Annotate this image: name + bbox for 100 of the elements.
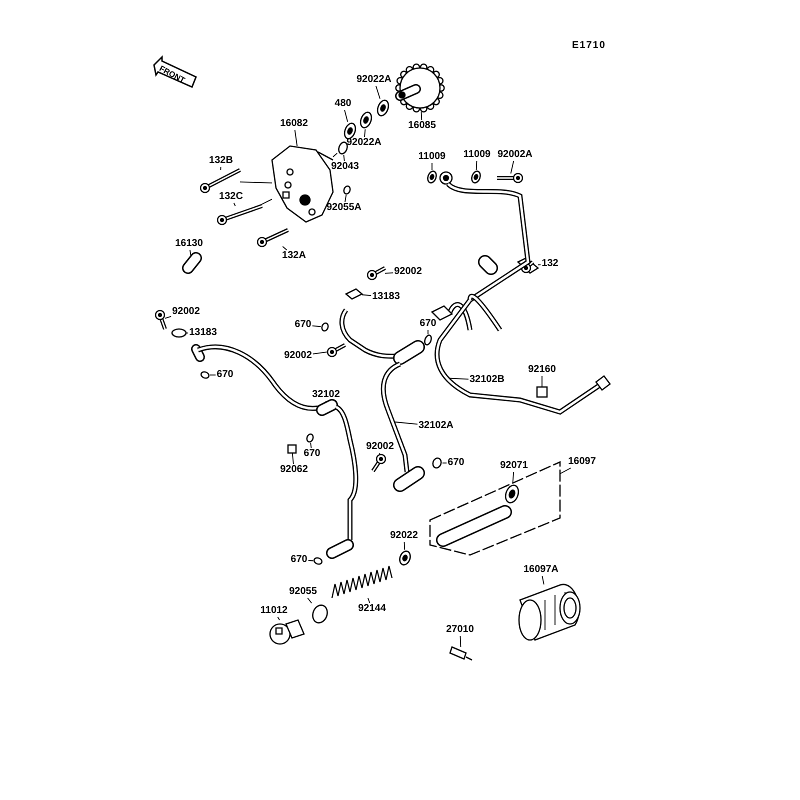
mounting-plate — [171, 328, 187, 338]
callout-number: 16082 — [279, 118, 309, 130]
callout-number: 670 — [418, 318, 438, 330]
o-ring — [343, 185, 351, 195]
oil-seal — [504, 484, 520, 504]
leader-line — [367, 598, 370, 604]
leader-line — [364, 128, 366, 138]
leader-line — [512, 472, 514, 484]
pressure-switch — [449, 646, 472, 661]
callout-number: 13183 — [371, 291, 401, 303]
callout-number: 132B — [208, 155, 234, 167]
callout-number: 670 — [302, 448, 322, 460]
callout-number: 13183 — [188, 327, 218, 339]
mounting-plate — [344, 288, 364, 300]
o-ring — [321, 322, 329, 332]
washer — [376, 100, 390, 116]
leader-line — [233, 202, 236, 206]
washer — [399, 550, 411, 566]
bracket-bolt — [516, 257, 540, 274]
leader-line — [308, 560, 314, 562]
leader-line — [542, 576, 544, 585]
callout-number: 27010 — [445, 624, 475, 636]
leader-line — [394, 422, 418, 425]
callout-number: 670 — [446, 457, 466, 469]
bolt — [216, 204, 263, 226]
leader-line — [292, 452, 294, 464]
bolt — [256, 228, 289, 248]
callout-number: 92071 — [499, 460, 529, 472]
callout-number: 92002A — [496, 149, 534, 161]
callout-number: 132 — [540, 258, 560, 270]
assembly-line — [240, 181, 272, 184]
o-ring — [312, 604, 328, 624]
callout-number: 11009 — [462, 149, 492, 161]
pin — [338, 142, 348, 154]
bolt — [154, 310, 167, 330]
callout-number: 670 — [216, 369, 234, 381]
leader-line — [420, 111, 422, 120]
leader-line — [442, 462, 448, 464]
bolt — [326, 343, 346, 358]
diagram-code: E1710 — [572, 40, 606, 51]
washer — [427, 170, 437, 184]
bolt — [371, 454, 386, 472]
callout-number: 92160 — [527, 364, 557, 376]
leader-line — [476, 160, 478, 170]
callout-number: 132C — [218, 191, 244, 203]
callout-number: 92055 — [288, 586, 318, 598]
leader-line — [312, 352, 328, 354]
callout-number: 16085 — [407, 120, 437, 132]
callout-number: 32102A — [417, 420, 455, 432]
leader-line — [344, 110, 348, 122]
leader-line — [460, 636, 462, 648]
callout-number: 92002 — [365, 441, 395, 453]
bolt — [366, 266, 386, 280]
callout-number: 92002 — [171, 306, 201, 318]
leader-line — [307, 598, 312, 604]
callout-number: 92022A — [355, 74, 393, 86]
callout-number: 92055A — [325, 202, 363, 214]
callout-number: 11009 — [417, 151, 447, 163]
leader-line — [277, 616, 280, 620]
callout-number: 16097 — [567, 456, 597, 468]
sprocket — [395, 63, 445, 113]
callout-number: 92002 — [283, 350, 313, 362]
callout-number: 92144 — [357, 603, 387, 615]
callout-number: 16097A — [522, 564, 560, 576]
leader-line — [384, 272, 394, 274]
leader-line — [560, 468, 572, 474]
leader-line — [164, 316, 172, 319]
callout-number: 92062 — [279, 464, 309, 476]
callout-number: 32102B — [468, 374, 506, 386]
o-ring — [424, 334, 432, 346]
leader-line — [312, 325, 322, 328]
assembly-line — [332, 152, 338, 158]
leader-line — [343, 154, 345, 162]
leader-line — [294, 130, 298, 146]
callout-number: 16130 — [174, 238, 204, 250]
leader-line — [220, 166, 222, 170]
washer — [344, 122, 356, 140]
callout-number: 670 — [290, 554, 308, 566]
oil-pipe — [434, 171, 602, 414]
leader-line — [404, 542, 406, 550]
leader-line — [538, 264, 542, 266]
callout-number: 92022 — [389, 530, 419, 542]
callout-number: 92002 — [393, 266, 423, 278]
leader-line — [375, 86, 380, 100]
bolt — [200, 168, 241, 194]
leader-line — [344, 194, 347, 202]
leader-line — [510, 160, 514, 174]
callout-number: 32102 — [311, 389, 341, 401]
callout-number: 480 — [334, 98, 352, 110]
leader-line — [362, 294, 372, 296]
oil-pipe-fitting — [182, 252, 202, 274]
spring — [331, 565, 393, 598]
callout-number: 132A — [281, 250, 307, 262]
callout-number: 670 — [294, 319, 312, 331]
oil-filter — [518, 584, 581, 641]
callout-number: 11012 — [259, 605, 289, 617]
leader-line — [209, 374, 216, 376]
drain-plug — [269, 619, 305, 645]
washer — [360, 112, 372, 128]
leader-line — [186, 332, 189, 334]
